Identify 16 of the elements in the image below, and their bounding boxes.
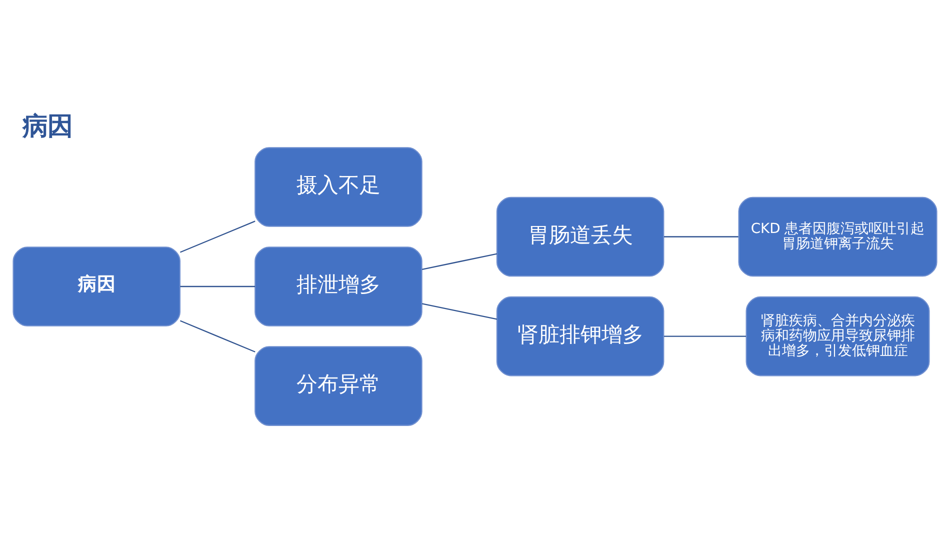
connector (180, 320, 256, 352)
connector (422, 302, 498, 320)
connector (180, 220, 256, 252)
connector (422, 252, 498, 270)
node-box: 胃肠道丢失 (496, 196, 664, 276)
node-box: 摄入不足 (254, 146, 422, 226)
connector (664, 335, 746, 336)
node-box: 分布异常 (254, 346, 422, 426)
node-box: CKD 患者因腹泻或呕吐引起胃肠道钾离子流失 (738, 196, 938, 276)
node-box: 病因 (12, 246, 180, 326)
node-box: 肾脏疾病、合并内分泌疾病和药物应用导致尿钾排出增多，引发低钾血症 (746, 296, 930, 376)
node-box: 排泄增多 (254, 246, 422, 326)
connector (664, 236, 738, 237)
node-box: 肾脏排钾增多 (496, 296, 664, 376)
connector (180, 285, 256, 287)
diagram-title: 病因 (22, 110, 73, 141)
